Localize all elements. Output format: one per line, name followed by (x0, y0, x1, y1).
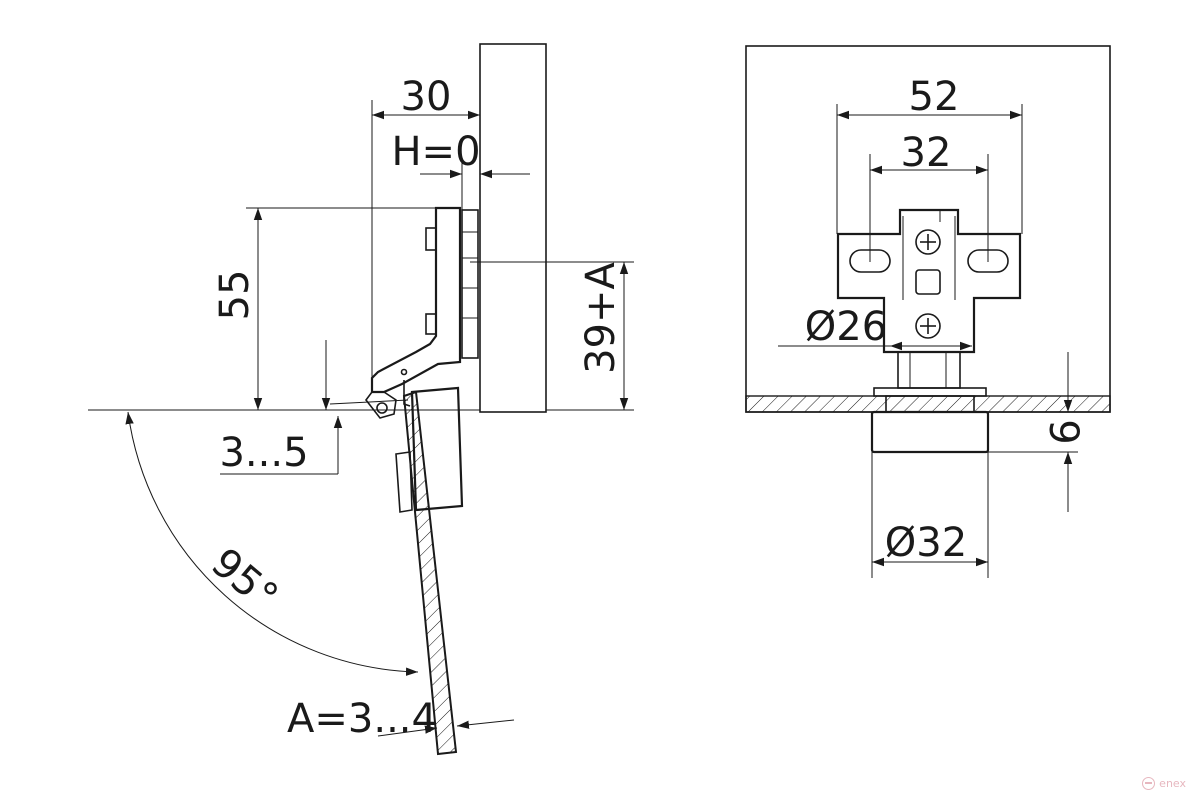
dimension-a-3-4: A=3...4 (287, 696, 515, 742)
hinge-arm (364, 206, 462, 419)
overlay-width-label: 30 (401, 74, 452, 120)
screw-top-icon (915, 229, 941, 255)
mount-height-label: 39+A (578, 261, 624, 373)
dimension-32: 32 (869, 130, 989, 262)
watermark-text: enex (1159, 777, 1186, 790)
dimension-52: 52 (836, 74, 1023, 234)
side-view: 30 H=0 55 39+A 3...5 (88, 43, 634, 756)
opening-angle-label: 95° (202, 540, 286, 621)
hole-spacing-outer-label: 52 (909, 74, 960, 120)
door-gap-label: A=3...4 (287, 696, 437, 742)
cup-depth-label: 9 (1040, 419, 1086, 444)
cup-diameter-label: Ø32 (885, 520, 967, 566)
watermark: enex (1142, 777, 1186, 790)
cabinet-side-panel (479, 43, 547, 413)
hinge-mounting-plate (461, 209, 479, 359)
gap-label: 3...5 (219, 430, 308, 476)
front-view: 52 32 Ø26 Ø32 9 (745, 45, 1111, 578)
enex-logo-icon (1142, 777, 1156, 790)
cup-flange (873, 387, 987, 397)
cup-inner-diameter-label: Ø26 (805, 304, 887, 350)
dimension-55: 55 (212, 207, 436, 410)
dimension-h0: H=0 (391, 129, 530, 210)
hinge-height-label: 55 (212, 270, 258, 321)
dimension-d26: Ø26 (778, 304, 972, 351)
door-edge-strip (745, 395, 1111, 413)
height-label: H=0 (391, 129, 480, 175)
hole-spacing-inner-label: 32 (901, 130, 952, 176)
dimension-9: 9 (988, 352, 1086, 512)
front-hinge-cup (870, 395, 990, 454)
dimension-39A: 39+A (470, 261, 634, 411)
dimension-30: 30 (371, 44, 481, 378)
screw-bottom-icon (915, 313, 941, 339)
dimension-d32: Ø32 (871, 452, 989, 578)
dimension-3-5: 3...5 (219, 340, 409, 476)
front-hinge-arm (897, 351, 961, 389)
